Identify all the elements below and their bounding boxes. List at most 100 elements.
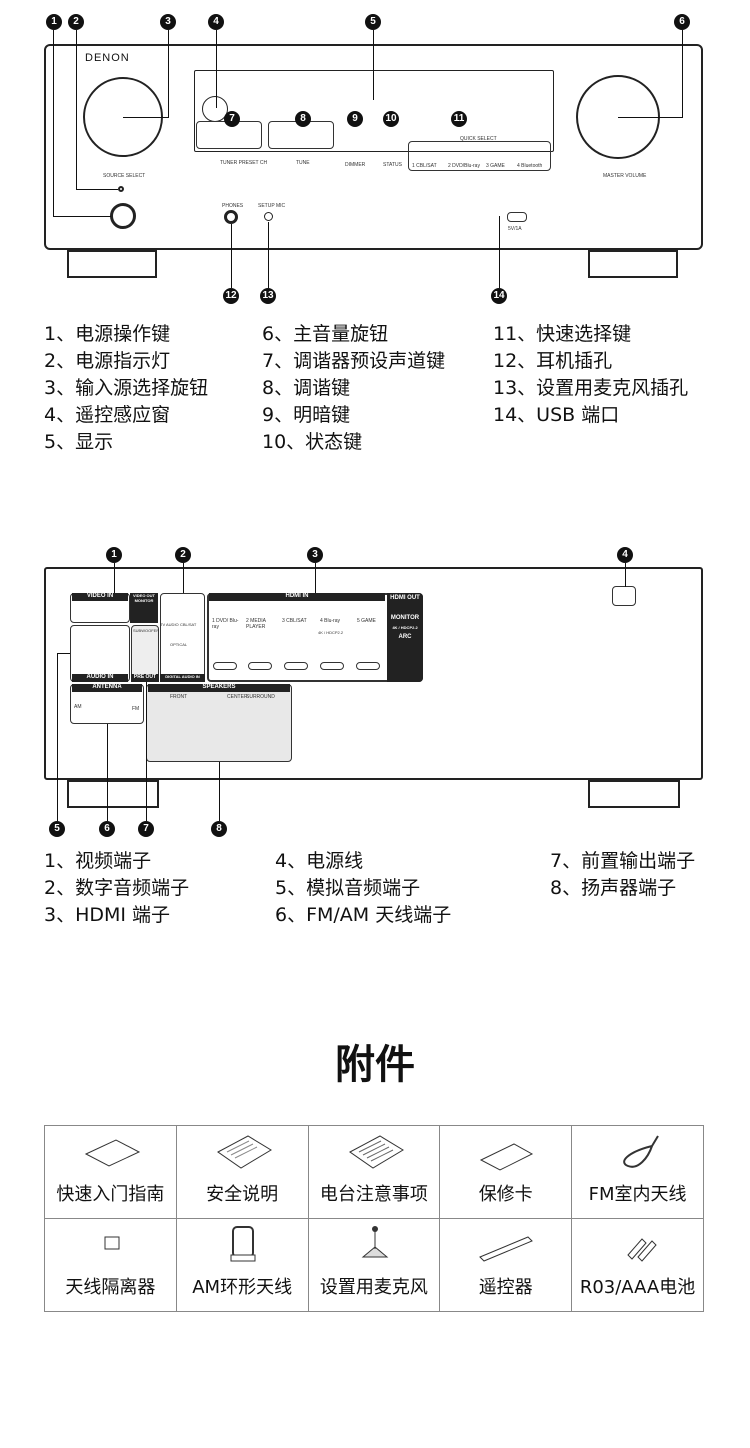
hdmi-4-label: 4 Blu-ray (320, 618, 341, 624)
status-button[interactable]: STATUS (383, 162, 402, 168)
tune-label: TUNE (296, 160, 310, 166)
setup-mic-label: SETUP MIC (258, 203, 286, 209)
callout-6: 6 (99, 821, 115, 837)
accessories-table: 快速入门指南 安全说明 电台注意事项 保修卡 FM室内天线 天线隔离器 AM环形… (44, 1125, 704, 1312)
battery-icon (627, 1238, 657, 1262)
fm-antenna-icon (623, 1135, 659, 1168)
hdmi-port-4[interactable] (320, 662, 344, 670)
callout-1: 1 (46, 14, 62, 30)
setup-mic-jack[interactable] (264, 212, 273, 221)
master-volume-label: MASTER VOLUME (603, 173, 647, 179)
video-out-terminal[interactable]: VIDEO OUT MONITOR (130, 593, 158, 623)
am-label: AM (74, 704, 82, 710)
callout-7: 7 (224, 111, 240, 127)
foot (67, 250, 157, 278)
surround-label: SURROUND (246, 694, 275, 700)
accessories-title: 附件 (335, 1042, 415, 1088)
source-select-label: SOURCE SELECT (103, 173, 146, 179)
usb-label: 5V/1A (508, 226, 522, 232)
pre-out-terminal[interactable] (131, 625, 159, 682)
hdmi-2-label: 2 MEDIA PLAYER (246, 618, 266, 630)
callout-9: 9 (347, 111, 363, 127)
hdmi-port-3[interactable] (284, 662, 308, 670)
monitor-label: MONITOR (390, 615, 420, 621)
setup-mic-icon (361, 1226, 388, 1258)
antenna-label: ANTENNA (72, 684, 142, 692)
hdmi-out-terminal[interactable]: HDMI OUT MONITOR 4K / HDCP2.2 ARC (387, 593, 423, 682)
front-label: FRONT (170, 694, 188, 700)
accessory-item: 遥控器 (439, 1218, 573, 1312)
quick-select-3[interactable]: 3 GAME (486, 163, 505, 169)
callout-11: 11 (451, 111, 467, 127)
accessory-item: FM室内天线 (571, 1125, 704, 1219)
accessory-item: 保修卡 (439, 1125, 573, 1219)
hdmi-1-label: 1 DVD/ Blu-ray (212, 618, 239, 630)
callout-8: 8 (295, 111, 311, 127)
callout-1: 1 (106, 547, 122, 563)
accessory-item: 安全说明 (175, 1125, 309, 1219)
callout-3: 3 (307, 547, 323, 563)
callout-4: 4 (617, 547, 633, 563)
cbl-sat-label: CBL/SAT (180, 622, 197, 627)
tv-audio-label: TV AUDIO (160, 622, 179, 627)
optical-terminal[interactable] (160, 593, 205, 682)
hdmi-port-1[interactable] (213, 662, 237, 670)
usb-port[interactable] (507, 212, 527, 222)
accessory-item: 快速入门指南 (44, 1125, 177, 1219)
accessory-item: AM环形天线 (175, 1218, 309, 1312)
power-indicator (118, 186, 124, 192)
audio-in-label: AUDIO IN (72, 674, 128, 682)
optical-label: OPTICAL (170, 642, 188, 647)
accessory-item: 设置用麦克风 (307, 1218, 441, 1312)
digital-audio-in-label: DIGITAL AUDIO IN (160, 674, 205, 682)
phones-jack[interactable] (224, 210, 238, 224)
display-area (194, 70, 554, 152)
quick-select-2[interactable]: 2 DVD/Blu-ray (448, 163, 480, 169)
foot (588, 780, 680, 808)
accessory-item: 天线隔离器 (44, 1218, 177, 1312)
callout-4: 4 (208, 14, 224, 30)
callout-5: 5 (49, 821, 65, 837)
callout-6: 6 (674, 14, 690, 30)
hdcp-label: 4K / HDCP2.2 (318, 630, 344, 635)
quick-select-1[interactable]: 1 CBL/SAT (412, 163, 437, 169)
phones-label: PHONES (222, 203, 244, 209)
hdcp-out-label: 4K / HDCP2.2 (392, 625, 418, 630)
speakers-label: SPEAKERS (148, 684, 290, 692)
quick-select-buttons[interactable] (408, 141, 551, 171)
pre-out-label: PRE OUT (131, 674, 159, 682)
warranty-card-icon (480, 1143, 534, 1171)
power-cord-inlet (612, 586, 636, 606)
callout-3: 3 (160, 14, 176, 30)
quick-guide-icon (84, 1139, 141, 1167)
antenna-isolator-icon (104, 1236, 120, 1250)
quick-select-label: QUICK SELECT (460, 136, 497, 142)
callout-2: 2 (175, 547, 191, 563)
hdmi-3-label: 3 CBL/SAT (282, 618, 307, 624)
dimmer-button[interactable]: DIMMER (345, 162, 366, 168)
remote-control-icon (479, 1236, 534, 1262)
radio-notes-icon (348, 1135, 404, 1169)
callout-8: 8 (211, 821, 227, 837)
hdmi-port-5[interactable] (356, 662, 380, 670)
subwoofer-label: SUBWOOFER (133, 628, 160, 633)
quick-select-4[interactable]: 4 Bluetooth (517, 163, 543, 169)
hdmi-port-2[interactable] (248, 662, 272, 670)
brand-logo: DENON (85, 52, 130, 64)
callout-14: 14 (491, 288, 507, 304)
foot (588, 250, 678, 278)
arc-label: ARC (398, 634, 412, 640)
video-in-label: VIDEO IN (72, 593, 128, 601)
am-loop-antenna-icon (230, 1226, 256, 1262)
callout-5: 5 (365, 14, 381, 30)
power-button[interactable] (110, 203, 136, 229)
callout-10: 10 (383, 111, 399, 127)
fm-label: FM (132, 706, 140, 712)
accessory-item: R03/AAA电池 (571, 1218, 704, 1312)
